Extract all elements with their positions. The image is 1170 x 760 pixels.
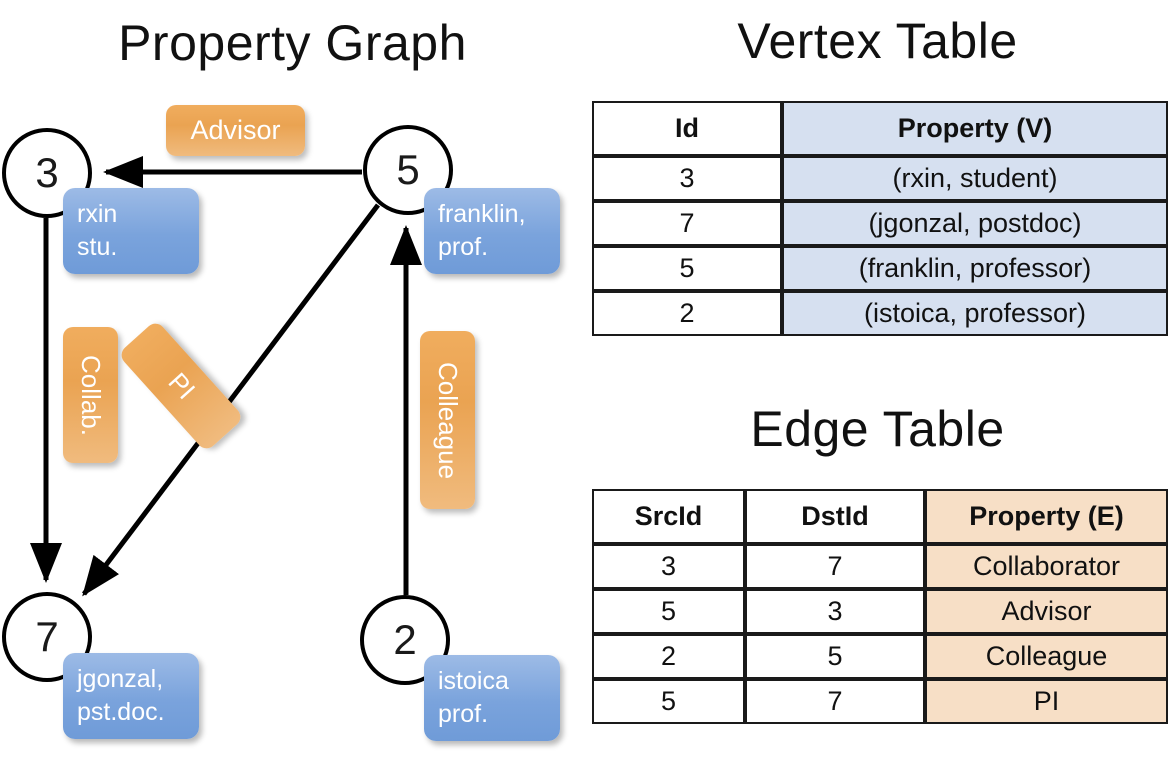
graph-vertex-5[interactable]: 5 [363, 125, 453, 215]
table-row[interactable]: 7 (jgonzal, postdoc) [592, 201, 1168, 246]
edge-table-cell-srcid: 2 [592, 634, 745, 679]
edge-table-cell-dstid: 7 [745, 544, 925, 589]
table-row[interactable]: 5 3 Advisor [592, 589, 1168, 634]
edge-label-pi-text: PI [161, 366, 201, 405]
vertex-property-box-2-role: prof. [438, 700, 489, 728]
vertex-table-header-property: Property (V) [782, 101, 1168, 156]
edge-table: SrcId DstId Property (E) 3 7 Collaborato… [592, 489, 1168, 724]
vertex-table-cell-id: 5 [592, 246, 782, 291]
edge-table-cell-property: Collaborator [925, 544, 1168, 589]
vertex-property-box-5[interactable]: franklin, prof. [424, 188, 560, 274]
edge-label-colleague[interactable]: Colleague [420, 331, 475, 509]
table-row[interactable]: 3 (rxin, student) [592, 156, 1168, 201]
edge-table-header-row: SrcId DstId Property (E) [592, 489, 1168, 544]
vertex-table-cell-property: (rxin, student) [782, 156, 1168, 201]
edge-table-cell-property: Advisor [925, 589, 1168, 634]
vertex-table-cell-id: 7 [592, 201, 782, 246]
edge-5-to-7 [82, 203, 380, 597]
vertex-table-cell-id: 2 [592, 291, 782, 336]
property-graph-diagram: 3 5 7 2 rxin stu. franklin, prof. jgonza… [2, 105, 560, 741]
page-title-property-graph: Property Graph [118, 15, 467, 71]
graph-vertex-2[interactable]: 2 [360, 595, 450, 685]
page-title-edge-table: Edge Table [750, 401, 1005, 457]
vertex-property-box-2-name: istoica [438, 667, 509, 695]
vertex-table: Id Property (V) 3 (rxin, student) 7 (jgo… [592, 101, 1168, 336]
edge-label-collab[interactable]: Collab. [63, 327, 118, 463]
table-row[interactable]: 5 7 PI [592, 679, 1168, 724]
graph-vertex-3-id: 3 [35, 149, 59, 196]
edge-label-advisor-text: Advisor [190, 115, 281, 145]
graph-edges-layer [30, 156, 422, 597]
edge-table-cell-dstid: 3 [745, 589, 925, 634]
vertex-property-box-5-name: franklin, [438, 200, 526, 228]
edge-table-cell-property: Colleague [925, 634, 1168, 679]
table-row[interactable]: 2 5 Colleague [592, 634, 1168, 679]
vertex-table-header-id: Id [592, 101, 782, 156]
table-row[interactable]: 5 (franklin, professor) [592, 246, 1168, 291]
edge-table-header-srcid: SrcId [592, 489, 745, 544]
table-row[interactable]: 2 (istoica, professor) [592, 291, 1168, 336]
edge-table-cell-srcid: 5 [592, 679, 745, 724]
edge-table-cell-dstid: 7 [745, 679, 925, 724]
vertex-table-cell-property: (istoica, professor) [782, 291, 1168, 336]
edge-table-header-dstid: DstId [745, 489, 925, 544]
edge-table-cell-property: PI [925, 679, 1168, 724]
vertex-property-box-7[interactable]: jgonzal, pst.doc. [63, 653, 199, 739]
graph-vertex-7-id: 7 [35, 613, 59, 660]
vertex-table-cell-property: (franklin, professor) [782, 246, 1168, 291]
vertex-property-box-2[interactable]: istoica prof. [424, 655, 560, 741]
vertex-table-cell-property: (jgonzal, postdoc) [782, 201, 1168, 246]
edge-label-collab-text: Collab. [76, 354, 106, 436]
vertex-property-box-7-role: pst.doc. [77, 698, 165, 726]
edge-label-colleague-text: Colleague [433, 361, 463, 479]
vertex-property-box-3[interactable]: rxin stu. [63, 188, 199, 274]
vertex-table-header-row: Id Property (V) [592, 101, 1168, 156]
graph-vertex-2-id: 2 [393, 616, 417, 663]
edge-table-header-property: Property (E) [925, 489, 1168, 544]
vertex-property-box-3-role: stu. [77, 233, 118, 261]
edge-table-cell-dstid: 5 [745, 634, 925, 679]
vertex-property-box-7-name: jgonzal, [77, 665, 164, 693]
edge-table-cell-srcid: 3 [592, 544, 745, 589]
table-row[interactable]: 3 7 Collaborator [592, 544, 1168, 589]
edge-table-cell-srcid: 5 [592, 589, 745, 634]
vertex-table-cell-id: 3 [592, 156, 782, 201]
vertex-property-box-5-role: prof. [438, 233, 489, 261]
graph-vertex-5-id: 5 [396, 146, 420, 193]
vertex-property-box-3-name: rxin [77, 200, 118, 228]
edge-label-advisor[interactable]: Advisor [166, 105, 305, 156]
page-title-vertex-table: Vertex Table [737, 13, 1018, 69]
